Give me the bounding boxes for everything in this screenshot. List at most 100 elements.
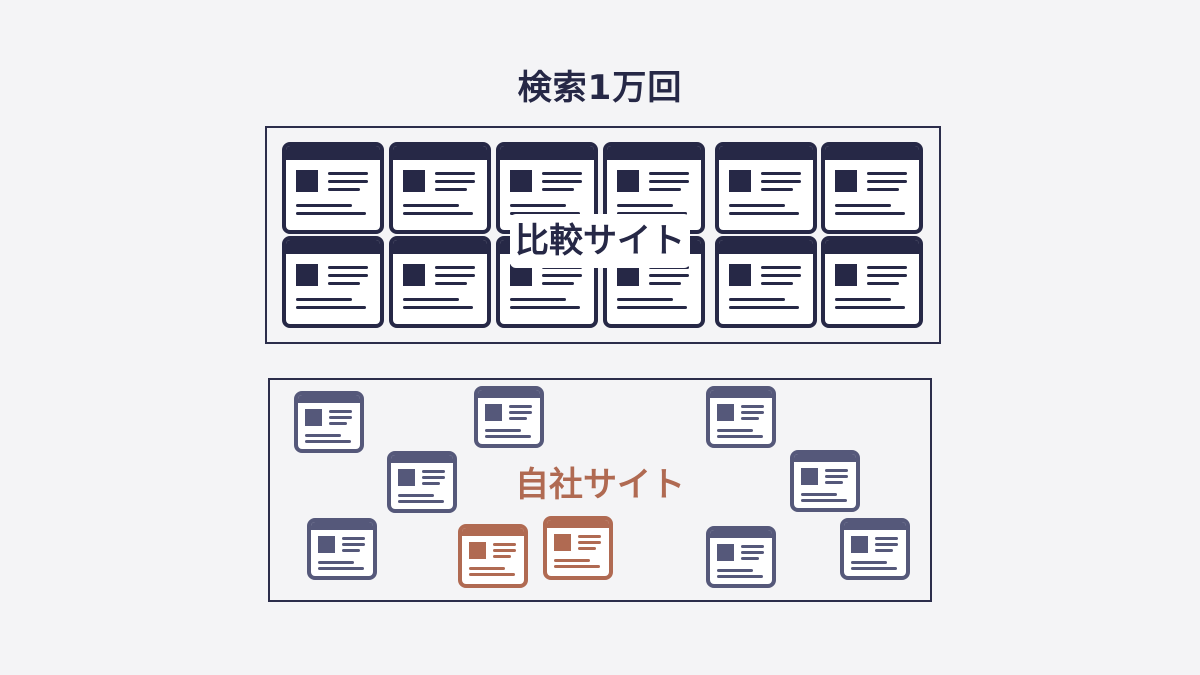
card-text-line xyxy=(617,306,688,309)
card-text-line xyxy=(649,172,689,175)
card-image-block xyxy=(851,536,868,553)
card-text-line xyxy=(875,537,898,540)
card-header-bar xyxy=(719,146,813,160)
card-header-bar xyxy=(286,240,380,254)
card-text-line xyxy=(422,470,445,473)
card-text-line xyxy=(469,567,505,570)
card-text-line xyxy=(328,180,368,183)
card-text-line xyxy=(493,549,516,552)
card-text-line xyxy=(342,549,361,552)
card-text-line xyxy=(801,499,847,502)
comparison-site-card xyxy=(715,142,817,234)
card-text-line xyxy=(509,411,532,414)
card-header-bar xyxy=(607,146,701,160)
card-text-line xyxy=(542,274,582,277)
card-text-line xyxy=(435,180,475,183)
card-text-line xyxy=(329,416,352,419)
card-text-line xyxy=(729,212,800,215)
card-text-line xyxy=(729,306,800,309)
card-text-line xyxy=(761,274,801,277)
card-text-line xyxy=(509,417,528,420)
card-text-line xyxy=(649,282,681,285)
card-text-line xyxy=(741,551,764,554)
card-text-line xyxy=(296,212,367,215)
card-text-line xyxy=(510,306,581,309)
card-text-line xyxy=(509,405,532,408)
card-text-line xyxy=(435,282,467,285)
card-text-line xyxy=(328,282,360,285)
card-text-line xyxy=(554,565,600,568)
card-text-line xyxy=(761,172,801,175)
card-text-line xyxy=(851,567,897,570)
card-text-line xyxy=(825,475,848,478)
card-image-block xyxy=(318,536,335,553)
card-text-line xyxy=(741,411,764,414)
other-site-card xyxy=(307,518,377,580)
card-image-block xyxy=(729,264,751,286)
other-site-card xyxy=(706,526,776,588)
card-header-bar xyxy=(393,240,487,254)
card-header-bar xyxy=(547,520,609,528)
card-text-line xyxy=(801,493,837,496)
card-text-line xyxy=(542,282,574,285)
other-site-card xyxy=(706,386,776,448)
card-text-line xyxy=(649,180,689,183)
card-text-line xyxy=(649,274,689,277)
card-header-bar xyxy=(286,146,380,160)
card-text-line xyxy=(296,306,367,309)
card-text-line xyxy=(835,212,906,215)
card-text-line xyxy=(398,494,434,497)
card-header-bar xyxy=(478,390,540,398)
card-text-line xyxy=(554,559,590,562)
card-text-line xyxy=(542,172,582,175)
card-text-line xyxy=(717,575,763,578)
card-text-line xyxy=(761,282,793,285)
other-site-card xyxy=(387,451,457,513)
card-image-block xyxy=(296,170,318,192)
card-image-block xyxy=(296,264,318,286)
comparison-site-card xyxy=(389,142,491,234)
card-text-line xyxy=(867,188,899,191)
comparison-sites-label: 比較サイト xyxy=(510,214,690,268)
own-site-card xyxy=(458,524,528,588)
card-header-bar xyxy=(844,522,906,530)
comparison-site-card xyxy=(389,236,491,328)
card-text-line xyxy=(328,274,368,277)
card-text-line xyxy=(318,567,364,570)
card-text-line xyxy=(741,545,764,548)
other-site-card xyxy=(790,450,860,512)
card-text-line xyxy=(403,298,459,301)
card-text-line xyxy=(510,204,566,207)
card-text-line xyxy=(717,429,753,432)
card-text-line xyxy=(422,476,445,479)
card-text-line xyxy=(510,298,566,301)
card-image-block xyxy=(801,468,818,485)
comparison-site-card xyxy=(282,142,384,234)
card-text-line xyxy=(305,434,341,437)
card-text-line xyxy=(578,547,597,550)
card-image-block xyxy=(729,170,751,192)
card-text-line xyxy=(305,440,351,443)
card-text-line xyxy=(741,417,760,420)
card-header-bar xyxy=(311,522,373,530)
card-text-line xyxy=(435,266,475,269)
card-image-block xyxy=(403,170,425,192)
card-text-line xyxy=(578,535,601,538)
card-text-line xyxy=(617,212,688,215)
card-image-block xyxy=(617,170,639,192)
card-header-bar xyxy=(825,146,919,160)
card-text-line xyxy=(493,543,516,546)
card-text-line xyxy=(398,500,444,503)
card-text-line xyxy=(867,274,907,277)
card-image-block xyxy=(617,264,639,286)
card-image-block xyxy=(510,264,532,286)
card-text-line xyxy=(296,204,352,207)
card-text-line xyxy=(542,180,582,183)
card-image-block xyxy=(305,409,322,426)
card-text-line xyxy=(328,188,360,191)
card-header-bar xyxy=(825,240,919,254)
card-image-block xyxy=(510,170,532,192)
card-text-line xyxy=(510,212,581,215)
card-text-line xyxy=(761,188,793,191)
card-text-line xyxy=(493,555,512,558)
